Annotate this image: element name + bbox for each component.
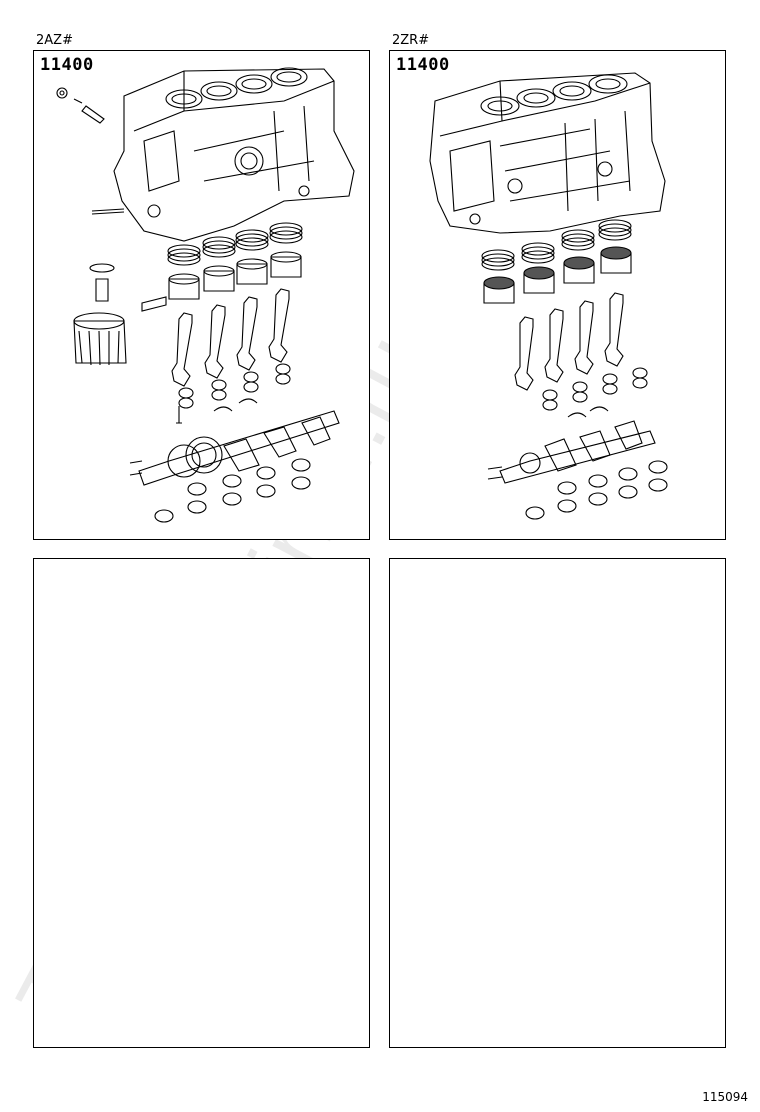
parts-panel-2zr[interactable]: 11400 bbox=[389, 50, 726, 540]
parts-panel-2az[interactable]: 11400 bbox=[33, 50, 370, 540]
part-number-label: 11400 bbox=[40, 55, 94, 75]
piston-ring-set-icon bbox=[481, 219, 632, 271]
engine-label-2zr: 2ZR# bbox=[392, 33, 430, 48]
piston-ring-set-icon bbox=[167, 222, 303, 266]
cylinder-block-icon bbox=[429, 72, 666, 234]
piston-icon bbox=[141, 251, 302, 312]
empty-panel-right bbox=[389, 558, 726, 1048]
connecting-rod-icon bbox=[514, 292, 624, 391]
main-bearing-icon bbox=[154, 458, 311, 523]
short-block-drawing-2az bbox=[56, 67, 355, 523]
crankshaft-icon bbox=[129, 410, 340, 486]
crankshaft-icon bbox=[487, 420, 656, 484]
part-number-label: 11400 bbox=[396, 55, 450, 75]
bolt-icon bbox=[56, 87, 125, 215]
main-bearing-icon bbox=[525, 460, 668, 520]
empty-panel-left bbox=[33, 558, 370, 1048]
connecting-rod-icon bbox=[171, 288, 290, 387]
piston-icon bbox=[483, 246, 632, 304]
cylinder-block-icon bbox=[113, 67, 355, 242]
oil-filter-icon bbox=[73, 263, 127, 366]
bearing-shell-icon bbox=[176, 363, 291, 424]
engine-label-2az: 2AZ# bbox=[36, 33, 73, 48]
bearing-shell-icon bbox=[542, 367, 648, 418]
sheet-number: 115094 bbox=[702, 1090, 748, 1104]
short-block-drawing-2zr bbox=[429, 72, 668, 520]
